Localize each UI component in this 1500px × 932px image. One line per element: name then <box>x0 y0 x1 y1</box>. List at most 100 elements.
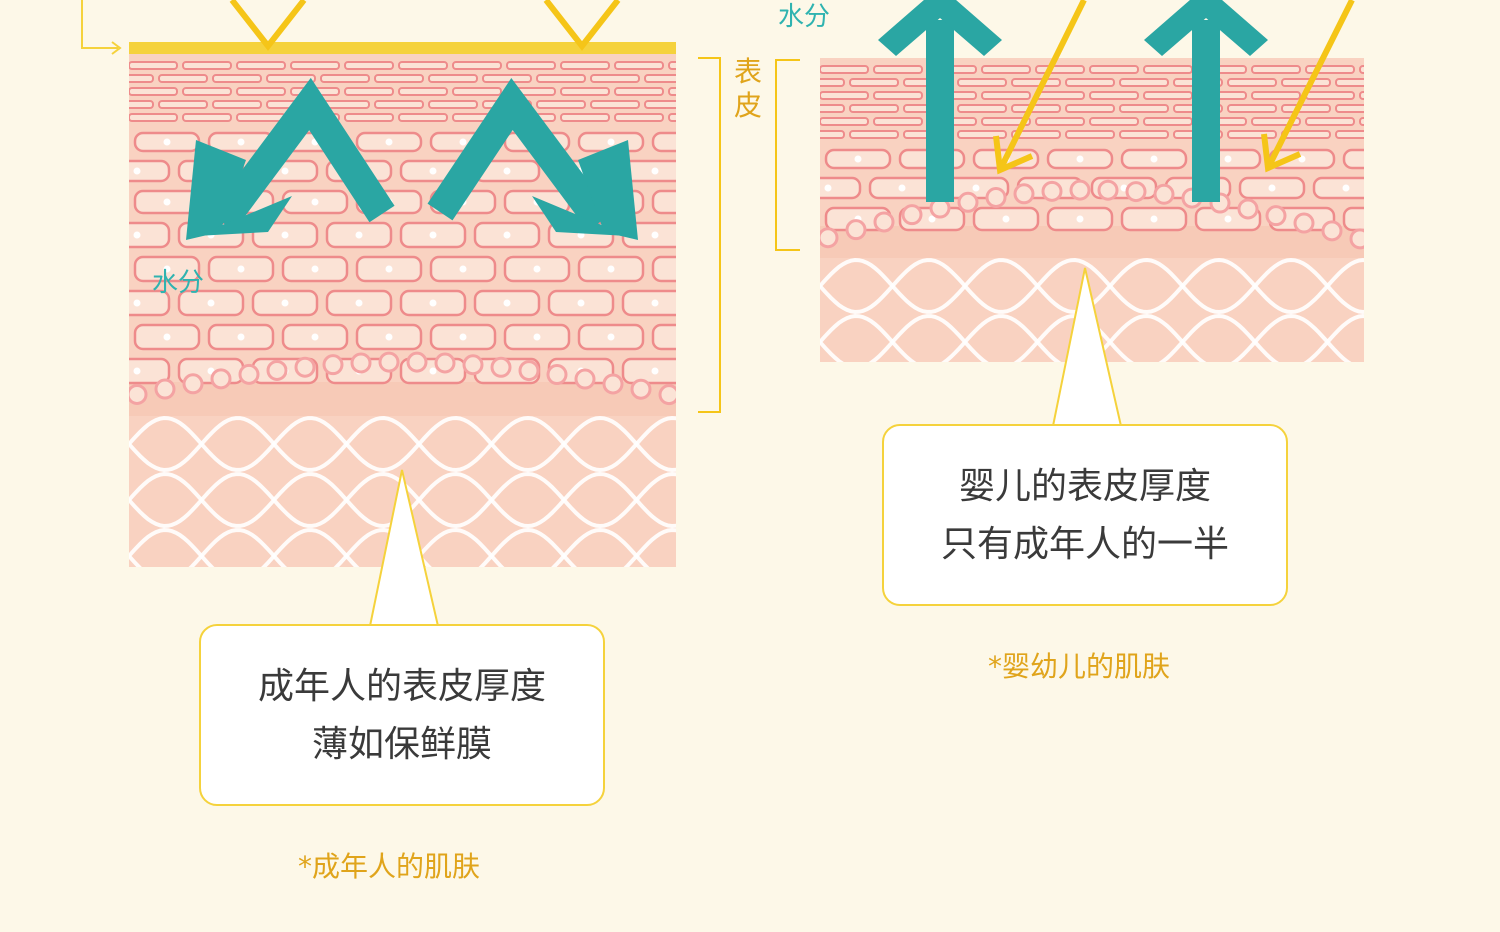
corneum-cell <box>873 91 923 100</box>
corneum-cell <box>1143 91 1193 100</box>
cell-nucleus <box>207 299 215 307</box>
corneum-cell <box>212 100 262 109</box>
corneum-cell <box>1065 130 1115 139</box>
basal-cell <box>957 191 979 213</box>
basal-cell <box>602 373 624 395</box>
basal-cell <box>630 378 652 400</box>
basal-cell <box>1153 183 1175 205</box>
corneum-cell <box>668 113 676 122</box>
basal-cell <box>210 368 232 390</box>
epidermis-cell <box>129 289 171 317</box>
cell-nucleus <box>503 299 511 307</box>
corneum-cell <box>1335 78 1364 87</box>
corneum-cell <box>1227 104 1277 113</box>
moisture-escape-shaft <box>926 20 954 202</box>
cell-nucleus <box>281 231 289 239</box>
corneum-cell <box>452 61 502 70</box>
cell-nucleus <box>385 138 393 146</box>
uv-penetrate-arrow <box>1265 0 1355 170</box>
basal-cell <box>820 227 839 249</box>
corneum-cell <box>398 87 448 96</box>
cell-nucleus <box>429 367 437 375</box>
epidermis-cell <box>1312 176 1364 200</box>
corneum-cell <box>849 104 899 113</box>
corneum-cell <box>590 100 640 109</box>
adult-callout: 成年人的表皮厚度 薄如保鲜膜 <box>199 624 605 806</box>
epidermis-bracket <box>698 57 721 413</box>
cell-nucleus <box>133 167 141 175</box>
corneum-cell <box>1335 130 1364 139</box>
infant-callout-line2: 只有成年人的一半 <box>940 524 1229 565</box>
membrane-pointer-line <box>81 0 118 49</box>
adult-callout-tail <box>369 469 439 627</box>
basal-cell <box>462 354 484 376</box>
epidermis-label: 表皮 <box>732 55 764 123</box>
epidermis-cell <box>820 176 862 200</box>
corneum-cell <box>644 100 676 109</box>
corneum-cell <box>129 87 178 96</box>
corneum-cell <box>452 87 502 96</box>
uv-penetrate-arrow <box>997 0 1087 172</box>
cell-nucleus <box>311 333 319 341</box>
uv-penetrate-arrowhead <box>993 135 1034 175</box>
corneum-cell <box>873 65 923 74</box>
basal-cell <box>350 352 372 374</box>
basal-cell <box>518 360 540 382</box>
cell-nucleus <box>1342 184 1350 192</box>
cell-nucleus <box>385 265 393 273</box>
basal-cell <box>1265 205 1287 227</box>
basal-cell <box>1069 179 1091 201</box>
cell-nucleus <box>281 167 289 175</box>
corneum-cell <box>1281 78 1331 87</box>
corneum-cell <box>1119 78 1169 87</box>
corneum-cell <box>644 74 676 83</box>
corneum-cell <box>428 74 478 83</box>
basal-cell <box>266 359 288 381</box>
basal-cell <box>182 373 204 395</box>
corneum-cell <box>820 78 845 87</box>
cell-nucleus <box>607 265 615 273</box>
protective-membrane <box>129 42 676 54</box>
cell-nucleus <box>133 367 141 375</box>
corneum-cell <box>560 113 610 122</box>
corneum-cell <box>398 61 448 70</box>
epidermis-cell <box>651 323 676 351</box>
corneum-cell <box>536 74 586 83</box>
infant-callout-tail <box>1052 267 1122 427</box>
basal-cell <box>322 354 344 376</box>
cell-nucleus <box>854 155 862 163</box>
dermis-fiber <box>129 415 676 473</box>
basal-cell <box>901 204 923 226</box>
corneum-cell <box>236 87 286 96</box>
cell-nucleus <box>237 265 245 273</box>
corneum-cell <box>482 74 532 83</box>
basal-cell <box>434 352 456 374</box>
moisture-escape-shaft <box>1192 20 1220 202</box>
infant-callout: 婴儿的表皮厚度 只有成年人的一半 <box>882 424 1288 606</box>
cell-nucleus <box>459 265 467 273</box>
corneum-cell <box>981 117 1031 126</box>
corneum-cell <box>129 100 154 109</box>
corneum-cell <box>398 113 448 122</box>
corneum-cell <box>590 74 640 83</box>
infant-caption: *婴幼儿的肌肤 <box>988 650 1171 683</box>
corneum-cell <box>1359 117 1364 126</box>
epidermis-cell <box>621 289 676 317</box>
cell-nucleus <box>1076 215 1084 223</box>
cell-nucleus <box>1373 156 1380 163</box>
corneum-cell <box>820 65 869 74</box>
epidermis-cell <box>129 159 171 183</box>
corneum-cell <box>374 100 424 109</box>
corneum-cell <box>236 61 286 70</box>
arrows-layer <box>186 0 1355 240</box>
corneum-cell <box>820 91 869 100</box>
cell-nucleus <box>311 198 319 206</box>
cell-nucleus <box>459 138 467 146</box>
corneum-cell <box>1011 78 1061 87</box>
corneum-cell <box>129 61 178 70</box>
cell-nucleus <box>237 333 245 341</box>
cell-nucleus <box>651 367 659 375</box>
basal-cell <box>1237 198 1259 220</box>
infant-callout-line1: 婴儿的表皮厚度 <box>958 466 1211 507</box>
